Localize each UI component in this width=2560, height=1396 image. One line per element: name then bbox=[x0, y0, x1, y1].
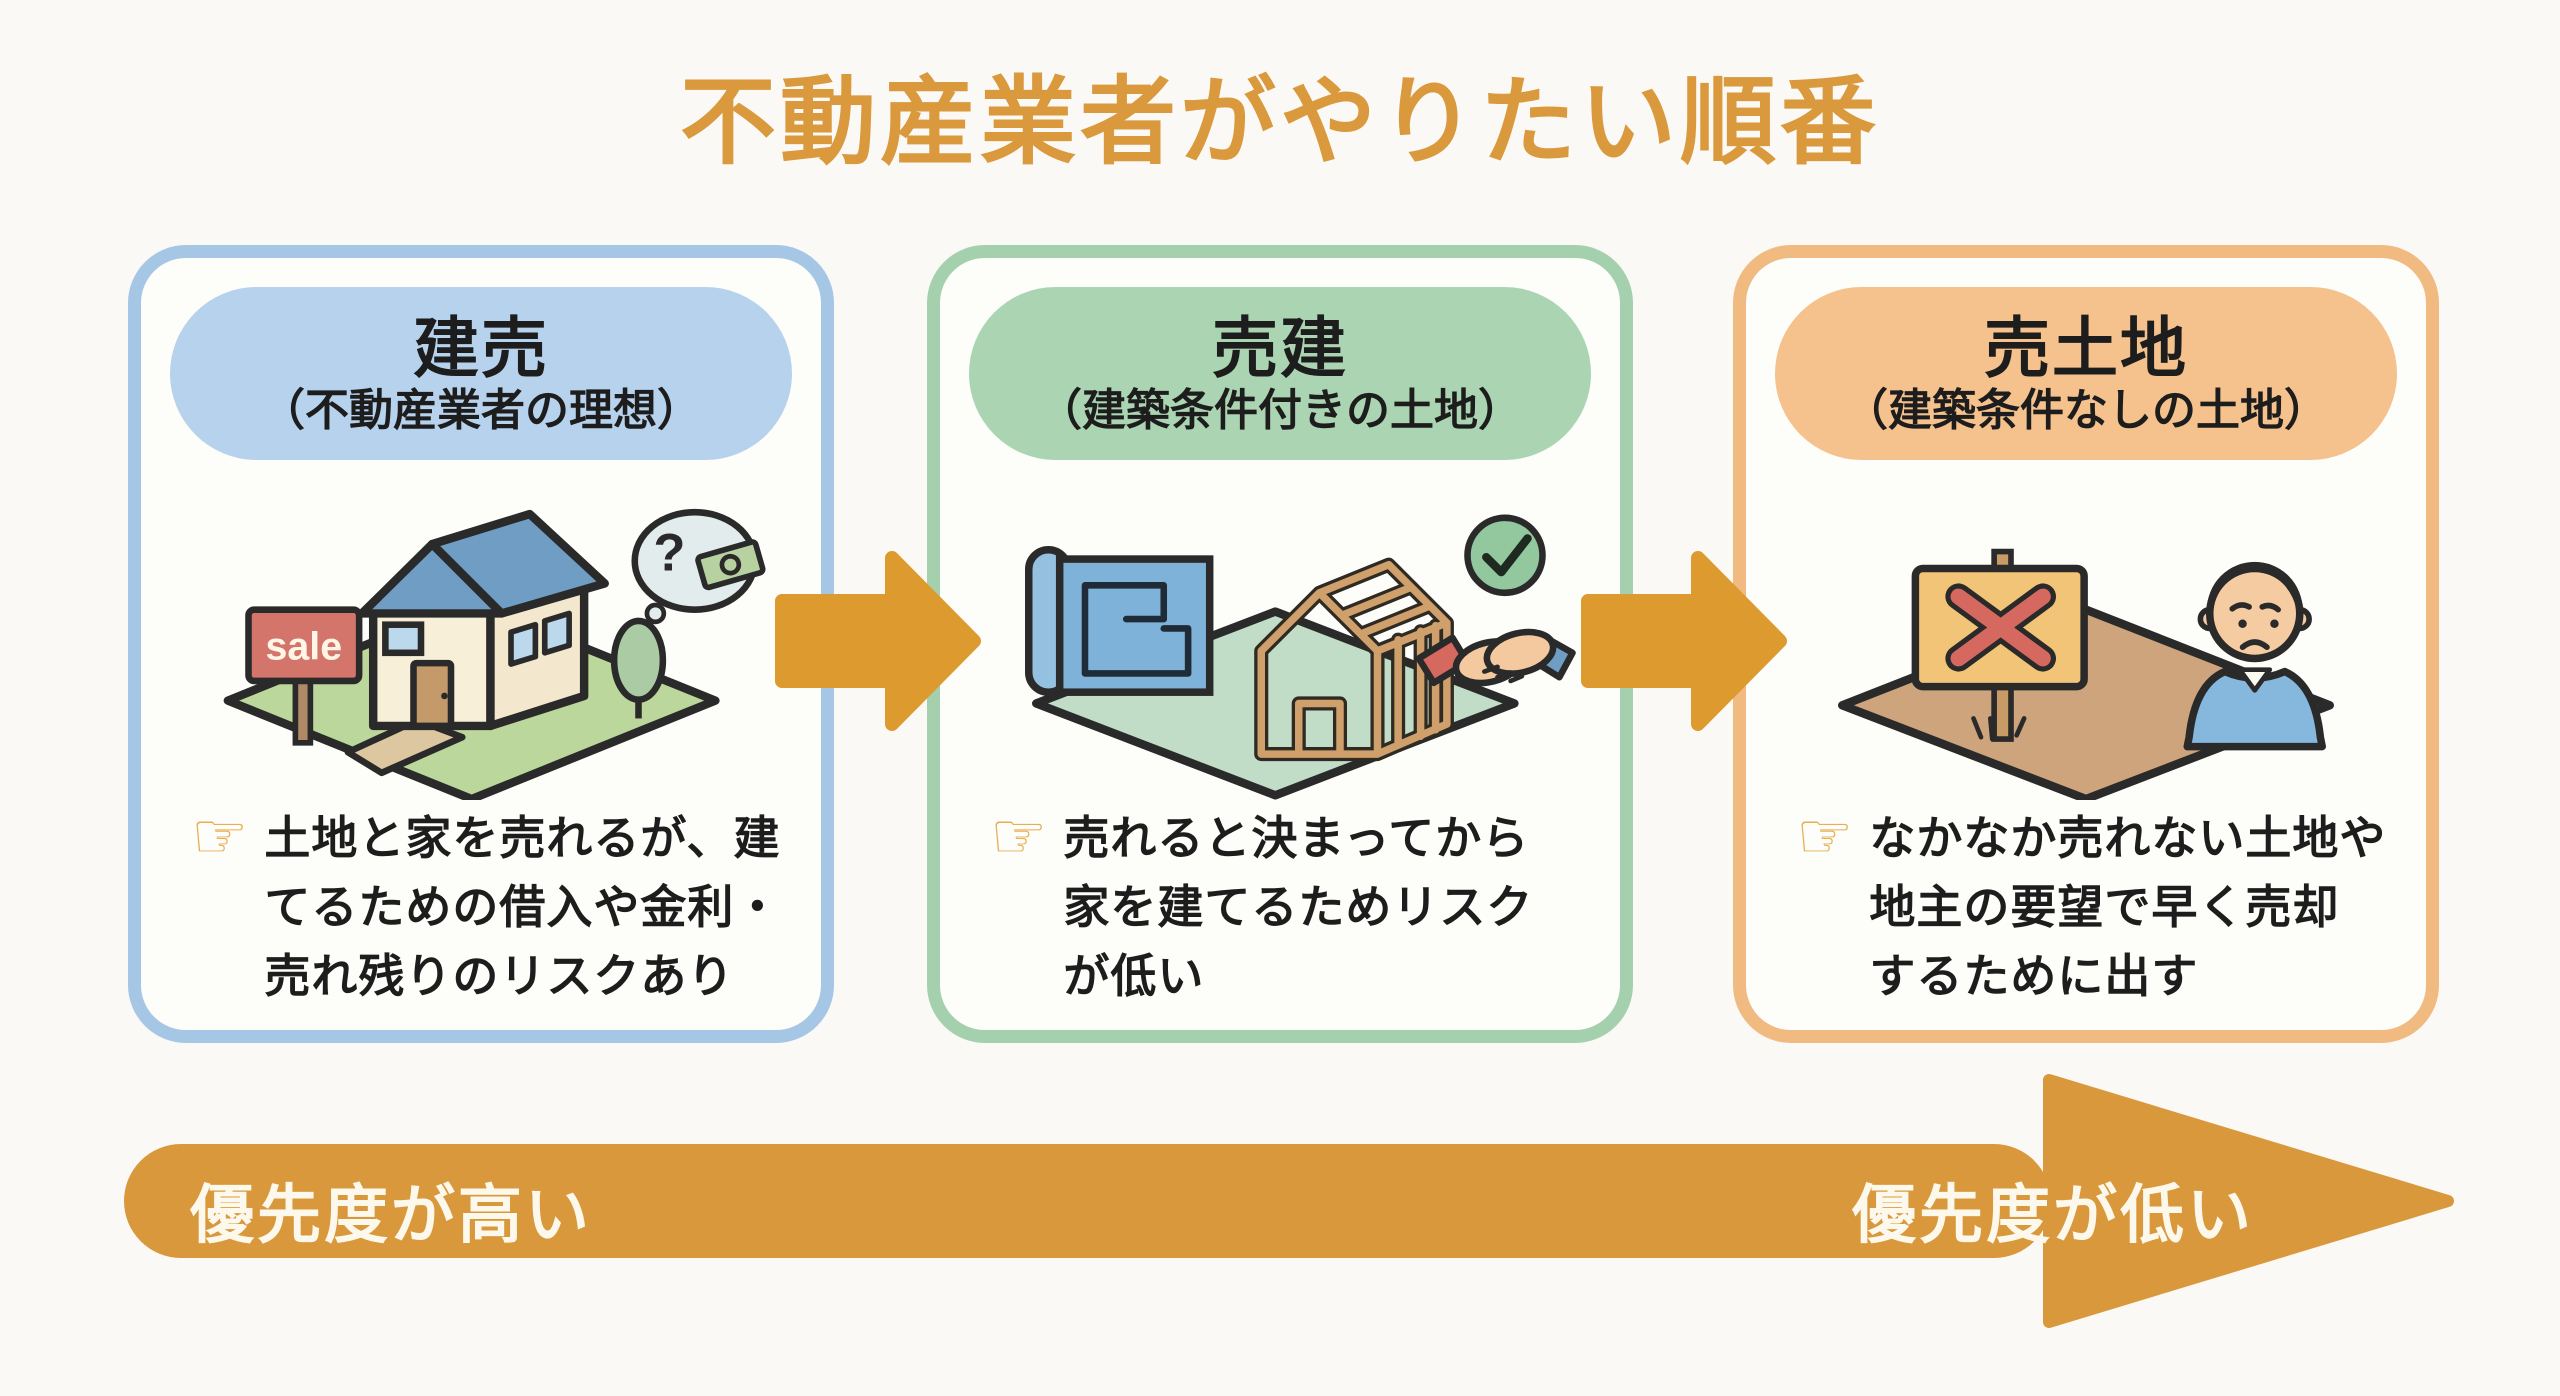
card-subtitle: （不動産業者の理想） bbox=[261, 385, 701, 435]
x-signboard-icon bbox=[1911, 548, 2088, 742]
card-description-text: 売れると決まってから 家を建てるためリスク が低い bbox=[1063, 812, 1534, 1002]
flow-right-arrow-icon bbox=[775, 551, 981, 731]
priority-axis-arrow bbox=[124, 1074, 2454, 1328]
card-description: ☞ 土地と家を売れるが、建 てるための借入や金利・ 売れ残りのリスクあり bbox=[191, 800, 787, 1011]
money-thought-bubble-icon: ? bbox=[631, 508, 766, 625]
card-header-pill: 売建 （建築条件付きの土地） bbox=[969, 287, 1591, 460]
question-mark-icon: ? bbox=[653, 523, 685, 582]
tree-icon bbox=[610, 617, 667, 719]
card-subtitle: （建築条件なしの土地） bbox=[1844, 385, 2328, 435]
house-frame-icon bbox=[1254, 557, 1454, 762]
card-uritate: 売建 （建築条件付きの土地） bbox=[927, 245, 1633, 1043]
card-title: 売土地 bbox=[1984, 310, 2188, 385]
worried-man-icon bbox=[2183, 561, 2326, 751]
card-tateuri: 建売 （不動産業者の理想） sale bbox=[128, 245, 834, 1043]
flow-right-arrow-icon bbox=[1581, 551, 1787, 731]
card-uritochi: 売土地 （建築条件なしの土地） bbox=[1733, 245, 2439, 1043]
pointing-hand-icon: ☞ bbox=[1796, 800, 1854, 874]
page-title: 不動産業者がやりたい順番 bbox=[680, 69, 1880, 176]
card-subtitle: （建築条件付きの土地） bbox=[1038, 385, 1522, 435]
priority-low-label: 優先度が低い bbox=[1852, 1179, 2254, 1251]
card-title: 売建 bbox=[1212, 310, 1348, 385]
house-icon bbox=[357, 509, 609, 731]
house-for-sale-illustration: sale ? bbox=[223, 508, 766, 800]
vacant-land-illustration bbox=[1838, 548, 2334, 800]
check-circle-icon bbox=[1464, 514, 1546, 597]
blueprint-frame-handshake-illustration bbox=[1025, 514, 1576, 800]
card-description: ☞ なかなか売れない土地や 地主の要望で早く売却 するために出す bbox=[1796, 800, 2392, 1011]
card-description-text: 土地と家を売れるが、建 てるための借入や金利・ 売れ残りのリスクあり bbox=[264, 812, 782, 1002]
sale-sign-icon: sale bbox=[245, 606, 363, 746]
handshake-icon bbox=[1415, 628, 1576, 687]
card-description: ☞ 売れると決まってから 家を建てるためリスク が低い bbox=[990, 800, 1586, 1011]
priority-high-label: 優先度が高い bbox=[190, 1179, 592, 1251]
sale-sign-label: sale bbox=[266, 624, 343, 668]
card-description-text: なかなか売れない土地や 地主の要望で早く売却 するために出す bbox=[1869, 812, 2387, 1002]
card-header-pill: 建売 （不動産業者の理想） bbox=[170, 287, 792, 460]
card-header-pill: 売土地 （建築条件なしの土地） bbox=[1775, 287, 2397, 460]
pointing-hand-icon: ☞ bbox=[191, 800, 249, 874]
pointing-hand-icon: ☞ bbox=[990, 800, 1048, 874]
blueprint-icon bbox=[1025, 545, 1214, 696]
card-title: 建売 bbox=[413, 310, 549, 385]
